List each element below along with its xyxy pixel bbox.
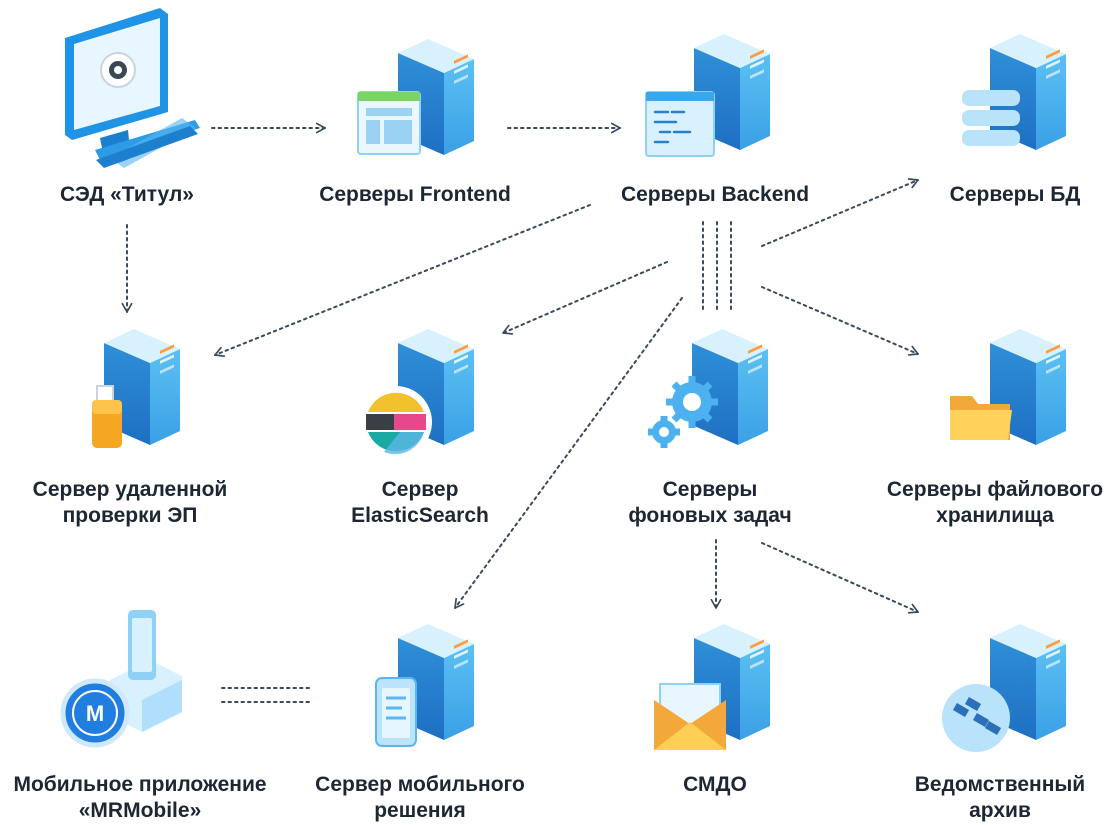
connection-backend-ep [214,204,591,358]
label-line: архив [969,799,1031,822]
connection-backend-db [761,178,919,247]
server-folder-icon [950,329,1066,445]
node-label-smdo: СМДО [620,772,810,798]
connection-backend-files [761,286,919,356]
label-line: «MRMobile» [78,799,202,822]
label-line: Серверы БД [949,183,1081,206]
node-label-sed: СЭД «Титул» [27,182,227,208]
node-label-frontend: Серверы Frontend [305,182,525,208]
label-line: Серверы [662,478,758,501]
node-label-backend: Серверы Backend [605,182,825,208]
label-line: СЭД «Титул» [60,183,194,206]
label-line: хранилища [936,504,1054,527]
connection-backend-mobile-server [454,297,683,609]
server-database-icon [962,34,1066,150]
label-line: Серверы файлового [886,478,1104,501]
label-line: фоновых задач [628,504,792,527]
node-label-background: Серверы фоновых задач [600,477,820,529]
server-webpage-icon [357,39,474,155]
mobile-app-logo-letter: M [86,701,104,726]
label-line: Серверы Frontend [319,183,511,206]
node-label-db: Серверы БД [925,182,1105,208]
label-line: Сервер [381,478,459,501]
label-line: СМДО [683,773,747,796]
node-label-mobile-server: Сервер мобильного решения [300,772,540,824]
computer-monitor-keyboard-icon [65,8,200,168]
server-archive-logo-icon [942,624,1066,752]
connections [121,122,919,703]
label-line: решения [374,799,466,822]
server-envelope-icon [654,624,770,750]
server-smartphone-icon [375,624,474,747]
connection-backend-elastic [502,261,668,335]
mobile-app-logo-icon: M [60,610,182,748]
server-elasticsearch-icon [360,329,474,458]
connection-mobile-app-mobile-server [221,687,313,703]
label-line: Мобильное приложение [13,773,267,796]
node-label-ep: Сервер удаленной проверки ЭП [10,477,250,529]
connection-background-archive [761,542,919,614]
node-label-archive: Ведомственный архив [890,772,1110,824]
server-gears-icon [648,329,768,448]
node-label-mobile-app: Мобильное приложение «MRMobile» [2,772,278,824]
server-usb-token-icon [92,329,180,448]
label-line: Ведомственный [914,773,1086,796]
label-line: ElasticSearch [351,504,489,527]
label-line: проверки ЭП [62,504,198,527]
label-line: Сервер удаленной [32,478,228,501]
label-line: Сервер мобильного [315,773,525,796]
label-line: Серверы Backend [620,183,810,206]
server-code-window-icon [645,34,770,157]
connection-backend-background [702,221,732,311]
node-label-files: Серверы файлового хранилища [880,477,1110,529]
node-label-elastic: Сервер ElasticSearch [320,477,520,529]
